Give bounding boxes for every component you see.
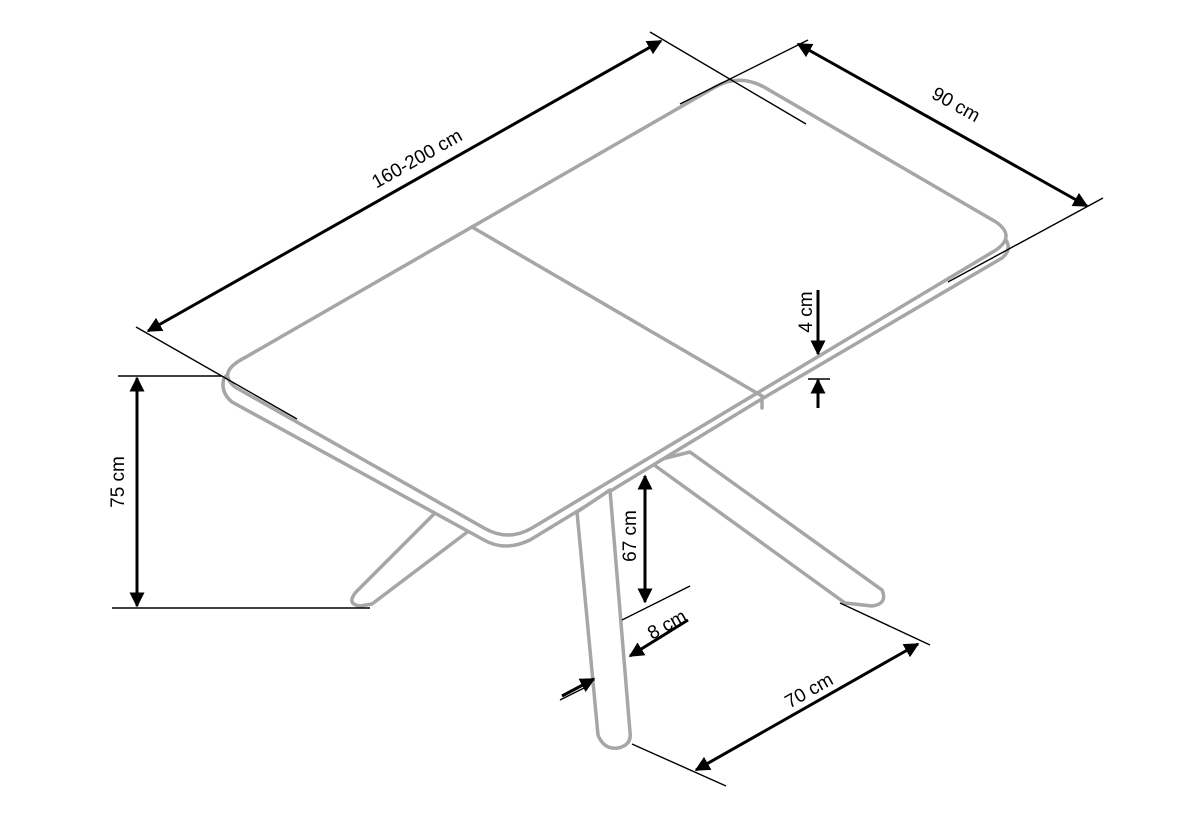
leg-width-label: 8 cm [644,606,690,644]
width-arrow [796,42,1089,208]
dimension-arrows [129,39,1089,772]
front-leg [575,488,632,750]
extension-lines [112,31,1104,787]
thickness-label: 4 cm [796,291,817,332]
front-legs [575,488,632,750]
table-top-surface [225,78,1008,537]
length-arrow [146,39,663,333]
table-top [221,78,1010,548]
leg-width-arrow-right [628,618,689,658]
height-label: 75 cm [108,456,129,508]
back-left-leg [350,510,472,608]
clearance-label: 67 cm [620,510,641,562]
leg-width-arrow-left [561,677,596,698]
back-right-leg [648,450,886,608]
back-legs [350,450,886,608]
base-span-arrow [694,642,920,772]
